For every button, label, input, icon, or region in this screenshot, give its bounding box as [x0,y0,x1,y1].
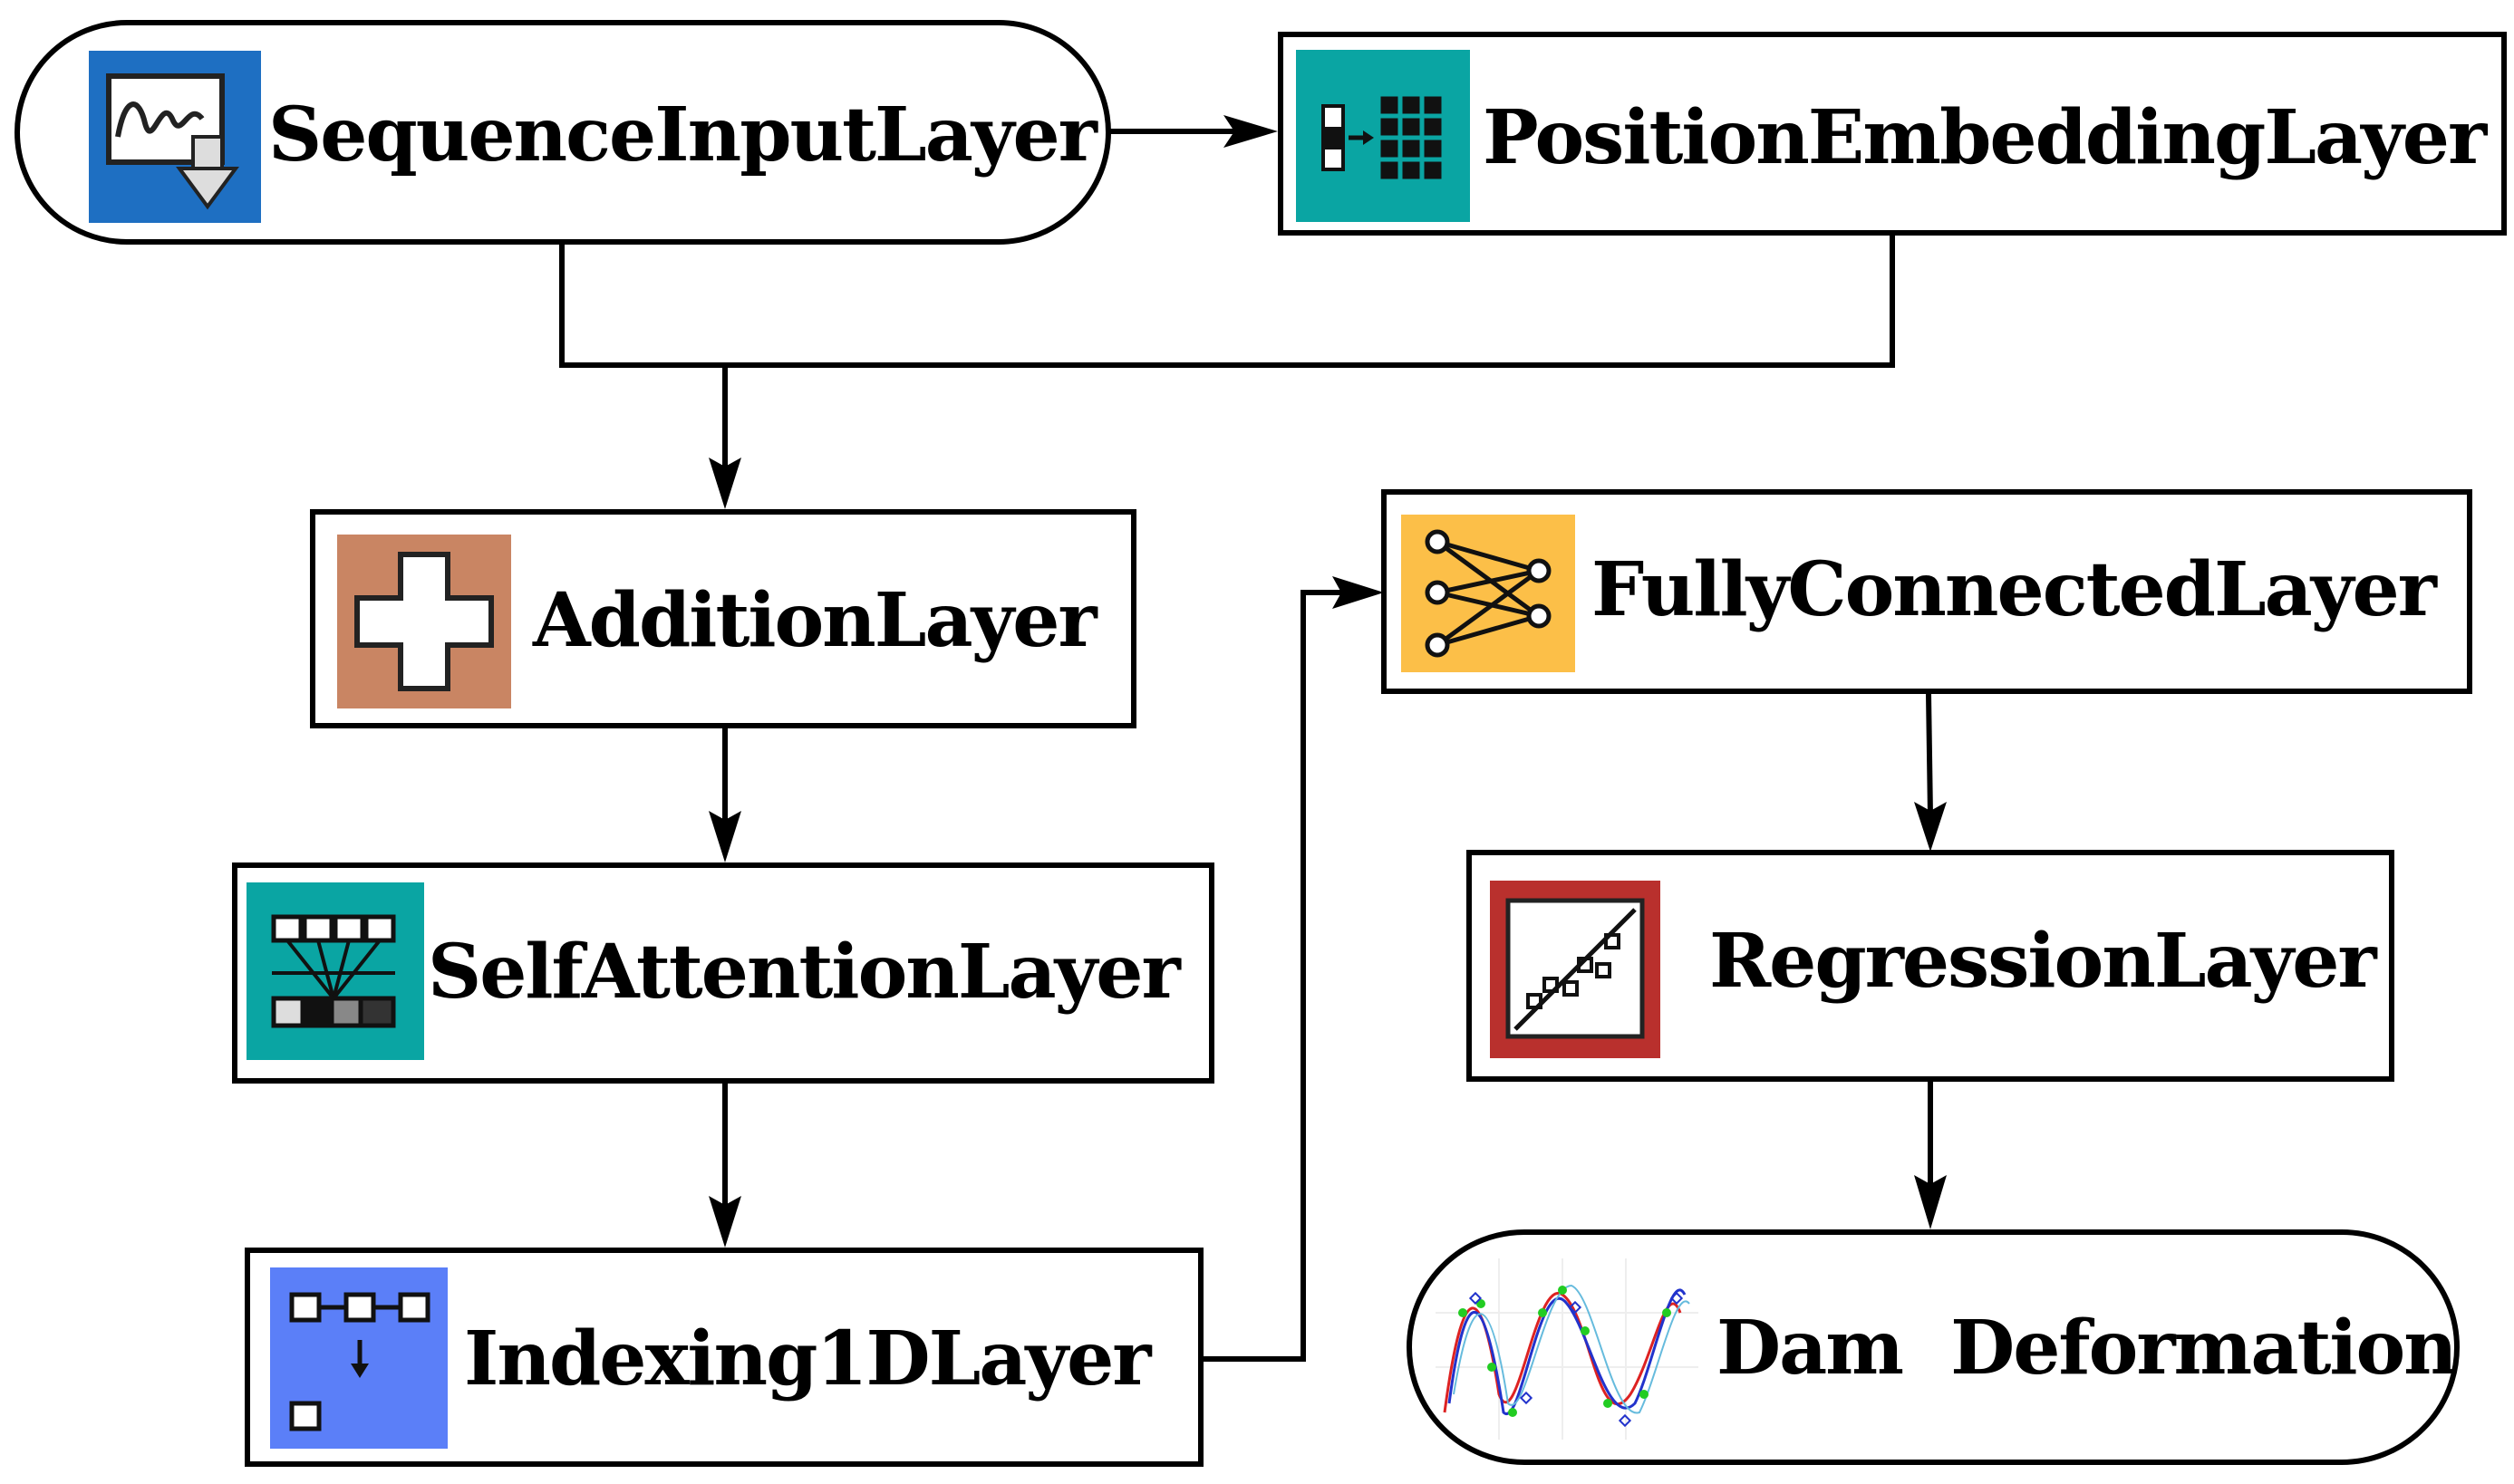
arrowhead-to-attention [709,811,741,862]
node-label: AdditionLayer [533,577,1097,664]
node-regression: RegressionLayer [1466,850,2394,1082]
node-fully-connected: FullyConnectedLayer [1381,489,2472,694]
node-sequence-input: SequenceInputLayer [15,20,1111,245]
indexing-icon [270,1267,448,1449]
network-icon [1401,515,1575,672]
node-indexing: Indexing1DLayer [245,1248,1204,1467]
node-dam-deformation: Dam Deformation [1407,1229,2460,1465]
arrowhead-to-indexing [709,1196,741,1248]
node-self-attention: SelfAttentionLayer [232,862,1214,1084]
edge-fc-to-regression [1926,693,1933,816]
node-label: RegressionLayer [1709,918,2377,1005]
node-label: SelfAttentionLayer [428,929,1181,1016]
node-label: FullyConnectedLayer [1591,546,2437,633]
arrowhead-to-fc [1332,576,1384,609]
arrowhead-to-addition [709,458,741,509]
node-addition: AdditionLayer [310,509,1136,728]
embedding-grid-icon [1296,50,1470,222]
plus-icon [337,535,511,708]
node-label: PositionEmbeddingLayer [1483,94,2487,181]
edge-indexing-to-fc [1201,590,1359,1362]
arrowhead-sequence-to-position [1223,115,1278,148]
edge-sequence-down [559,231,1895,368]
attention-icon [247,882,424,1060]
arrowhead-to-regression [1914,802,1947,852]
node-label: Indexing1DLayer [464,1315,1151,1402]
arrowhead-to-dam [1914,1175,1947,1229]
deformation-curve-icon [1436,1258,1698,1440]
regression-icon [1490,881,1660,1058]
node-position-embedding: PositionEmbeddingLayer [1278,32,2507,236]
node-label: SequenceInputLayer [268,92,1097,178]
node-label: Dam Deformation [1716,1305,2458,1392]
waveform-input-icon [89,51,261,223]
